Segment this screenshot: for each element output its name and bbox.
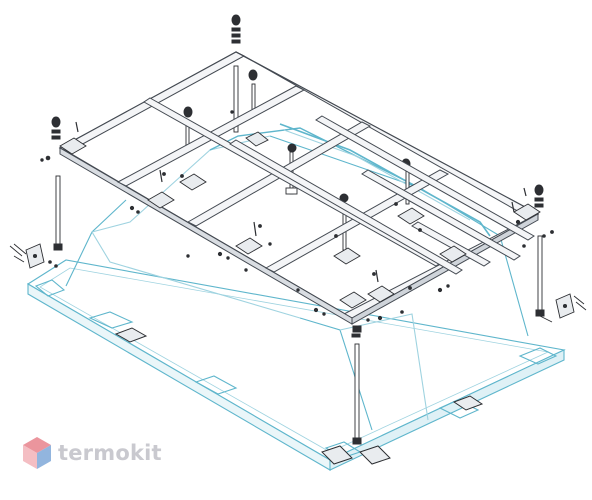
cap-nut (51, 116, 61, 128)
plate (513, 203, 541, 221)
plate (339, 291, 367, 309)
leg (352, 325, 362, 445)
plate (245, 131, 269, 147)
bathtub-shell (26, 123, 566, 471)
leg (233, 65, 239, 133)
leg (53, 175, 63, 251)
rim-pad (88, 311, 134, 329)
bolts-and-nuts (40, 110, 554, 322)
plate (147, 191, 175, 209)
cap-nut (231, 14, 241, 26)
wall-bracket-left (9, 243, 45, 269)
floor-bracket (452, 395, 484, 411)
frame-longbar (229, 139, 463, 275)
tub-wall-left-low (91, 231, 301, 319)
watermark-brand-text: termokit (58, 441, 162, 465)
wall-bracket-right (539, 293, 587, 323)
tub-wall-mid-2 (339, 313, 429, 421)
plate (235, 237, 263, 255)
watermark: termokit (22, 436, 162, 470)
cube-logo-icon (23, 437, 51, 469)
floor-bracket (114, 327, 148, 343)
plate (439, 245, 467, 263)
floor-bracket (321, 445, 353, 465)
frame-longbar (411, 221, 491, 267)
cap-nut (534, 184, 544, 196)
steel-frame (58, 51, 540, 325)
tub-overflow-channel-2 (283, 129, 471, 221)
plate (179, 173, 207, 191)
plate (397, 207, 425, 225)
cap-nut (248, 69, 258, 81)
rim-pad (438, 399, 480, 419)
floor-bracket (359, 445, 391, 465)
rim-pad (518, 347, 558, 365)
tub-wall-right-back (269, 135, 529, 337)
cap-nut (183, 106, 193, 118)
hardware-screws (75, 121, 527, 283)
plate (59, 137, 87, 155)
cap-nut (287, 143, 297, 153)
mounting-plates (59, 131, 541, 309)
frame-longbar (315, 115, 535, 241)
plate (367, 285, 395, 303)
tub-rim-front-right (329, 349, 565, 471)
frame-longbar (361, 169, 521, 261)
plate (333, 247, 361, 265)
rim-pad (194, 375, 238, 395)
leg (535, 235, 545, 317)
floor-brackets (114, 327, 484, 465)
rim-pad (34, 279, 66, 297)
frame-rail-right (235, 51, 540, 219)
wall-brackets (9, 243, 587, 323)
